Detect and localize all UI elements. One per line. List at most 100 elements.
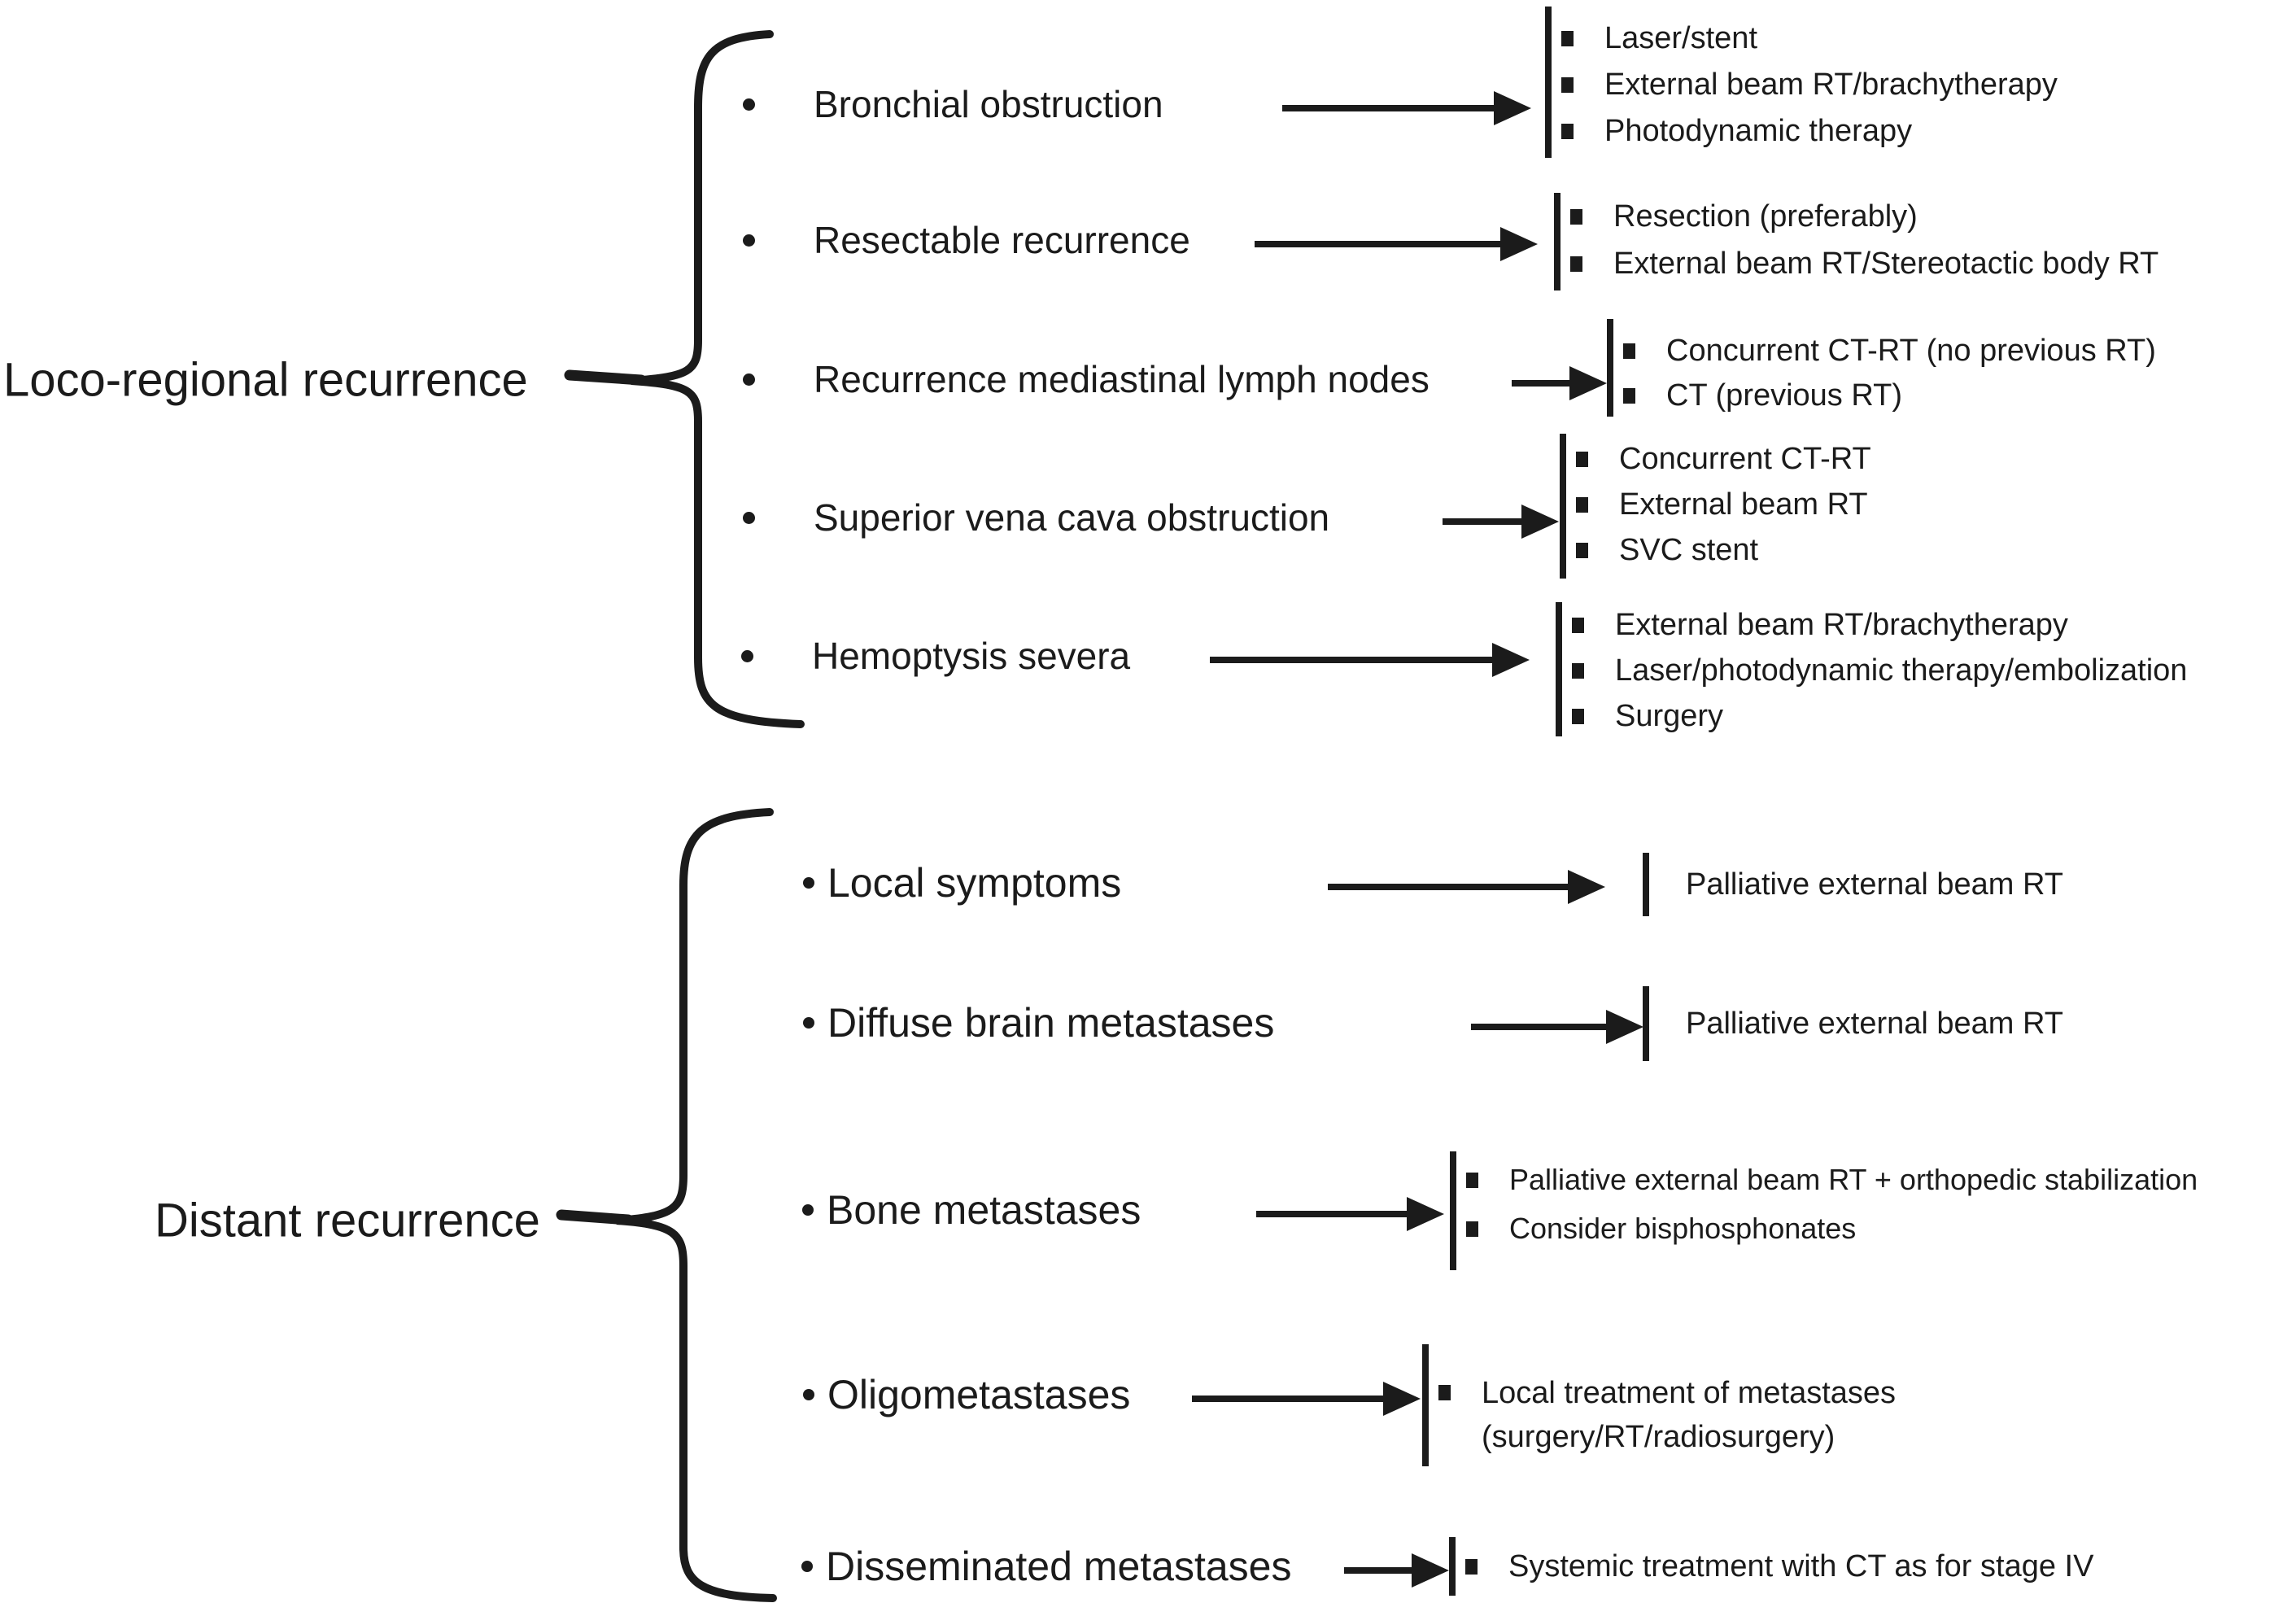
arrow-head-icon — [1492, 643, 1530, 677]
treatment-label: Concurrent CT-RT — [1619, 441, 1871, 476]
treatment-bar — [1560, 434, 1566, 579]
treatment-list: Local treatment of metastases (surgery/R… — [1438, 1371, 2008, 1459]
treatment-item: Palliative external beam RT + orthopedic… — [1466, 1155, 2198, 1204]
treatment-item: External beam RT/brachytherapy — [1561, 62, 2058, 108]
treatment-group: External beam RT/brachytherapy Laser/pho… — [1556, 602, 2187, 739]
square-bullet-icon — [1576, 451, 1588, 467]
condition: Local symptoms — [803, 859, 1121, 906]
square-bullet-icon — [1572, 708, 1584, 724]
treatment-item: Local treatment of metastases (surgery/R… — [1438, 1371, 2008, 1459]
square-bullet-icon — [1570, 256, 1582, 272]
square-bullet-icon — [1570, 208, 1582, 225]
condition-label: Bone metastases — [827, 1187, 1141, 1233]
arrow-icon — [1512, 366, 1607, 400]
condition-label: Bronchial obstruction — [814, 83, 1163, 125]
arrow-icon — [1344, 1553, 1449, 1588]
treatment-item: External beam RT/brachytherapy — [1572, 602, 2187, 648]
arrow-icon — [1471, 1010, 1643, 1044]
treatment-item: Palliative external beam RT — [1686, 853, 2063, 916]
bullet-icon — [802, 1204, 814, 1216]
arrow-shaft — [1344, 1567, 1412, 1574]
arrow-shaft — [1192, 1396, 1383, 1402]
condition-label: Resectable recurrence — [814, 219, 1190, 261]
treatment-group: Concurrent CT-RT (no previous RT) CT (pr… — [1607, 319, 2156, 418]
arrow-shaft — [1512, 380, 1569, 387]
treatment-item: Concurrent CT-RT (no previous RT) — [1623, 329, 2156, 373]
treatment-group: Palliative external beam RT + orthopedic… — [1450, 1151, 2198, 1270]
treatment-label: Systemic treatment with CT as for stage … — [1508, 1548, 2094, 1583]
treatment-list: Systemic treatment with CT as for stage … — [1465, 1537, 2093, 1596]
arrow-head-icon — [1412, 1553, 1449, 1588]
square-bullet-icon — [1561, 124, 1574, 139]
distant-connector — [556, 1209, 634, 1225]
arrow-icon — [1282, 91, 1531, 125]
arrow-shaft — [1282, 105, 1494, 111]
treatment-list: Palliative external beam RT + orthopedic… — [1466, 1155, 2198, 1253]
treatment-label: Consider bisphosphonates — [1509, 1212, 1857, 1245]
arrow-shaft — [1443, 518, 1521, 525]
arrow-shaft — [1255, 241, 1500, 247]
treatment-list: Concurrent CT-RT (no previous RT) CT (pr… — [1623, 329, 2156, 418]
treatment-label: External beam RT/brachytherapy — [1615, 607, 2068, 642]
condition: Hemoptysis severa — [741, 634, 1130, 678]
treatment-bar — [1545, 7, 1552, 158]
treatment-label: External beam RT/Stereotactic body RT — [1613, 246, 2159, 281]
square-bullet-icon — [1466, 1221, 1478, 1237]
square-bullet-icon — [1576, 542, 1588, 558]
treatment-bar — [1556, 602, 1562, 736]
bullet-icon — [743, 98, 755, 111]
arrow-icon — [1192, 1382, 1421, 1416]
arrow-icon — [1256, 1197, 1444, 1231]
treatment-label: External beam RT — [1619, 487, 1868, 522]
treatment-label: External beam RT/brachytherapy — [1604, 68, 2058, 102]
treatment-label: Local treatment of metastases (surgery/R… — [1482, 1376, 1897, 1454]
arrow-head-icon — [1569, 366, 1607, 400]
treatment-item: CT (previous RT) — [1623, 373, 2156, 418]
treatment-item: External beam RT/Stereotactic body RT — [1570, 240, 2159, 287]
bullet-icon — [743, 234, 755, 247]
arrow-head-icon — [1500, 227, 1538, 261]
treatment-label: Surgery — [1615, 698, 1724, 733]
treatment-label: Palliative external beam RT — [1686, 867, 2063, 902]
distant-brace — [616, 808, 777, 1602]
condition: Oligometastases — [803, 1371, 1130, 1418]
section-label-loco-regional: Loco-regional recurrence — [3, 353, 528, 407]
arrow-head-icon — [1494, 91, 1531, 125]
square-bullet-icon — [1466, 1172, 1478, 1188]
treatment-item: External beam RT — [1576, 482, 1871, 527]
treatment-list: Palliative external beam RT — [1686, 853, 2063, 916]
arrow-icon — [1443, 504, 1559, 539]
treatment-label: Laser/stent — [1604, 21, 1757, 55]
condition-label: Disseminated metastases — [826, 1544, 1292, 1589]
treatment-label: Palliative external beam RT + orthopedic… — [1509, 1163, 2198, 1196]
treatment-bar — [1643, 986, 1649, 1061]
treatment-bar — [1607, 319, 1613, 417]
treatment-group: Systemic treatment with CT as for stage … — [1449, 1537, 2093, 1596]
bullet-icon — [801, 1561, 813, 1572]
bullet-icon — [741, 649, 753, 662]
treatment-label: Resection (preferably) — [1613, 199, 1918, 234]
condition-label: Hemoptysis severa — [812, 635, 1131, 677]
square-bullet-icon — [1623, 343, 1635, 359]
treatment-label: Palliative external beam RT — [1686, 1006, 2063, 1041]
arrow-head-icon — [1606, 1010, 1643, 1044]
bullet-icon — [803, 1017, 814, 1029]
condition: Resectable recurrence — [743, 218, 1190, 262]
arrow-icon — [1328, 870, 1605, 904]
condition: Recurrence mediastinal lymph nodes — [743, 357, 1430, 401]
treatment-bar — [1643, 853, 1649, 916]
condition: Disseminated metastases — [801, 1543, 1291, 1590]
bullet-icon — [743, 373, 755, 386]
square-bullet-icon — [1572, 662, 1584, 679]
condition: Diffuse brain metastases — [803, 999, 1274, 1046]
square-bullet-icon — [1576, 496, 1588, 513]
treatment-list: External beam RT/brachytherapy Laser/pho… — [1572, 602, 2187, 739]
treatment-bar — [1449, 1537, 1456, 1596]
treatment-bar — [1554, 193, 1560, 290]
treatment-item: SVC stent — [1576, 527, 1871, 573]
square-bullet-icon — [1561, 31, 1574, 46]
condition: Superior vena cava obstruction — [743, 496, 1329, 539]
treatment-item: Palliative external beam RT — [1686, 986, 2063, 1061]
treatment-label: CT (previous RT) — [1666, 378, 1902, 413]
